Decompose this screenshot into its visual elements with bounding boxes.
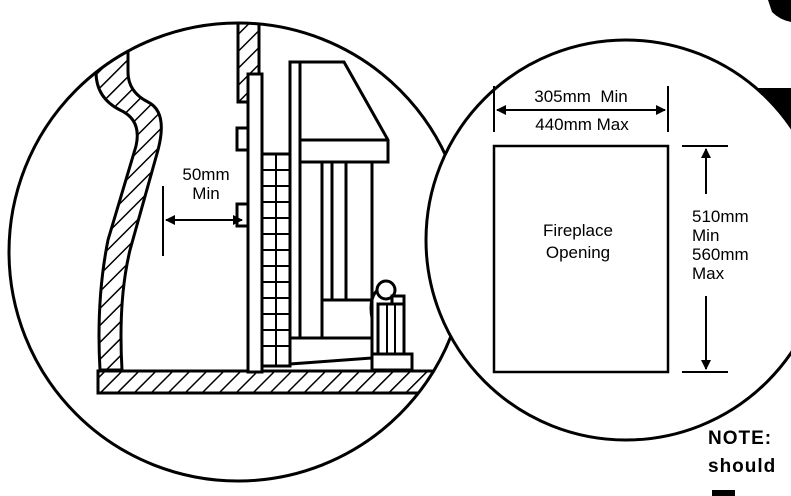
clearance-label-value: 50mm — [182, 165, 229, 184]
height-min-label: Min — [692, 226, 719, 245]
width-min-label: 305mm Min — [534, 87, 628, 106]
note-text-fragment-clipped — [712, 490, 735, 496]
fire-body — [298, 160, 374, 340]
opening-label-line2: Opening — [546, 243, 610, 262]
fire-surround-panel — [246, 72, 264, 374]
hearth-floor — [96, 369, 452, 395]
height-max-value: 560mm — [692, 245, 749, 264]
fireplace-opening-rect — [492, 144, 670, 374]
top-heading-fragment — [768, 0, 791, 22]
side-section-view: 50mm Min — [7, 21, 469, 483]
opening-label-line1: Fireplace — [543, 221, 613, 240]
height-min-value: 510mm — [692, 207, 749, 226]
note-heading-fragment: NOTE: — [708, 428, 772, 449]
note-text-fragment: should — [708, 456, 776, 477]
clearance-label-min: Min — [192, 184, 219, 203]
canopy-hood — [298, 60, 390, 164]
width-max-label: 440mm Max — [535, 115, 629, 134]
fire-base-tray — [288, 336, 374, 366]
front-opening-view: 305mm Min 440mm Max Fireplace Opening 51… — [424, 38, 791, 442]
gas-control-unit — [369, 279, 414, 372]
height-max-label: Max — [692, 264, 725, 283]
